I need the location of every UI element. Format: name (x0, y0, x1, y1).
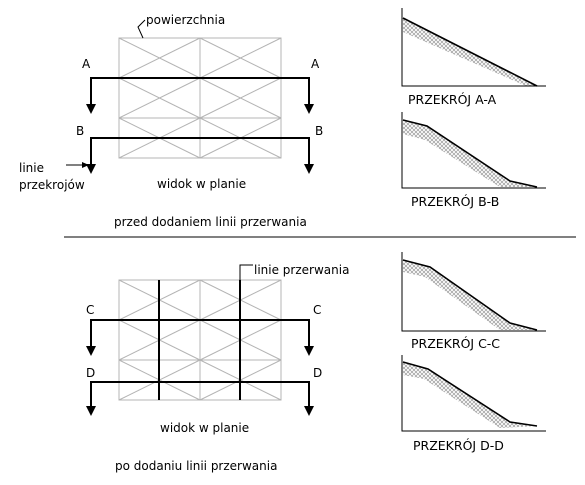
section-a-left-letter: A (82, 57, 91, 71)
profile-c-title: PRZEKRÓJ C-C (411, 336, 500, 351)
profile-a-title: PRZEKRÓJ A-A (408, 92, 497, 107)
surface-grid (118, 37, 282, 159)
section-line-a (86, 77, 314, 114)
profile-a-a: PRZEKRÓJ A-A (401, 8, 546, 107)
top-caption: przed dodaniem linii przerwania (114, 215, 307, 229)
section-line-b (86, 137, 314, 174)
bottom-plan-view-label: widok w planie (160, 421, 249, 435)
section-a-right-letter: A (311, 57, 320, 71)
section-c-left-letter: C (86, 303, 94, 317)
profile-b-hatch (403, 120, 537, 187)
top-plan-view-label: widok w planie (157, 177, 246, 191)
profile-d-title: PRZEKRÓJ D-D (413, 438, 504, 453)
profile-d-surface-line (402, 361, 538, 427)
surface-label: powierzchnia (146, 13, 225, 27)
section-lines-leader-arrow (82, 162, 89, 168)
breakline-leader (239, 264, 253, 280)
section-b-right-letter: B (315, 124, 323, 138)
section-c-right-letter: C (313, 303, 321, 317)
bottom-caption: po dodaniu linii przerwania (115, 459, 277, 473)
profile-b-b: PRZEKRÓJ B-B (401, 112, 546, 209)
breaklines (158, 280, 241, 400)
section-line-d (86, 381, 314, 416)
surface-leader (137, 19, 146, 39)
profile-c-surface-line (402, 259, 538, 331)
section-line-c (86, 319, 314, 356)
profile-d-d: PRZEKRÓJ D-D (401, 355, 546, 453)
breakline-label: linie przerwania (254, 263, 349, 277)
top-plan-view: powierzchnia A A B B linie przekrojów wi… (19, 13, 323, 229)
profile-b-surface-line (402, 119, 538, 188)
profile-a-surface-line (402, 17, 538, 87)
section-lines-label-2: przekrojów (19, 178, 85, 192)
section-d-right-letter: D (313, 366, 322, 380)
profile-d-hatch (403, 362, 537, 428)
section-lines-label-1: linie (19, 161, 44, 175)
section-b-left-letter: B (76, 124, 84, 138)
profile-c-c: PRZEKRÓJ C-C (401, 252, 546, 351)
bottom-plan-view: linie przerwania C C D D widok w planie … (86, 263, 349, 473)
section-d-left-letter: D (86, 366, 95, 380)
profile-b-title: PRZEKRÓJ B-B (411, 194, 499, 209)
